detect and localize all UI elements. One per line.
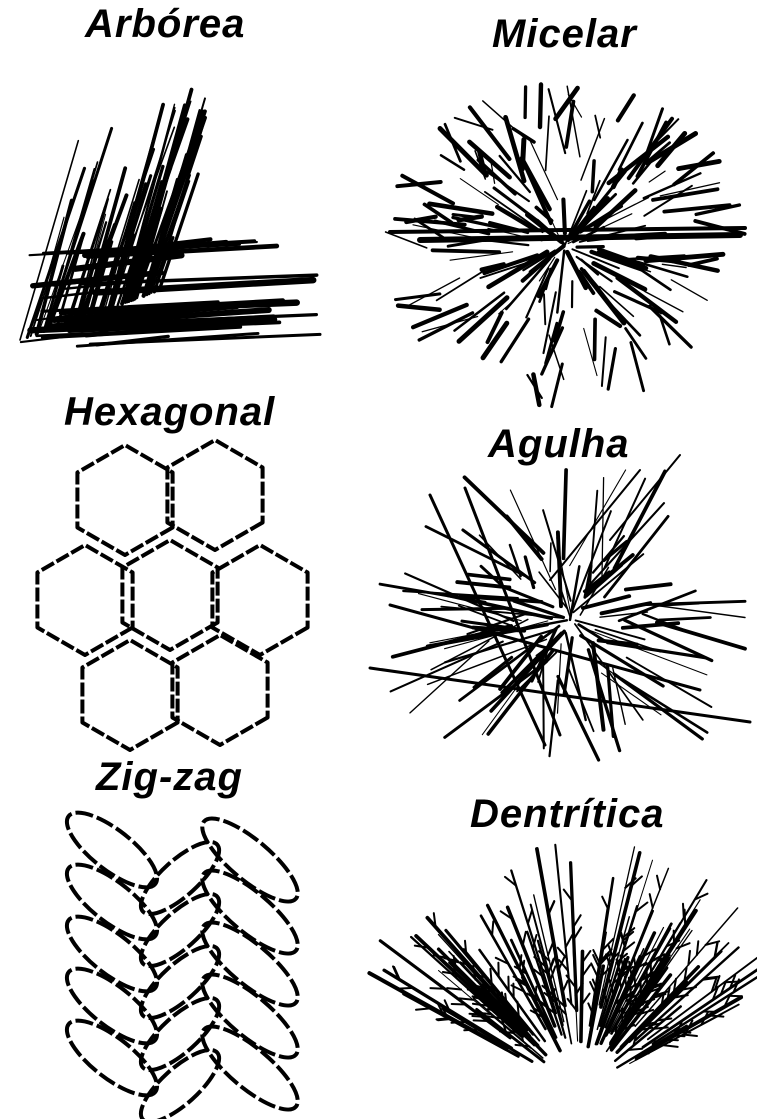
agulha-needle xyxy=(626,584,671,589)
micelar-ray xyxy=(595,319,596,359)
micelar-ray xyxy=(459,217,482,221)
hexagonal-illustration xyxy=(37,440,307,750)
hexagon-cell xyxy=(122,540,217,650)
micelar-ray xyxy=(525,87,526,118)
dentrite-branch xyxy=(555,845,571,1004)
agulha-needle xyxy=(543,510,571,601)
micelar-ray xyxy=(626,329,646,359)
agulha-needle xyxy=(564,470,567,558)
micelar-ray xyxy=(398,306,440,310)
zigzag-oval xyxy=(131,1039,229,1119)
agulha-needle xyxy=(550,680,558,756)
agulha-needle xyxy=(422,608,508,609)
micelar-ray xyxy=(608,349,615,390)
micelar-ray xyxy=(599,252,646,268)
micelar-ray xyxy=(530,140,558,200)
dentrite-twig xyxy=(490,969,491,983)
agulha-needle xyxy=(380,584,485,602)
dentrite-twig xyxy=(452,1004,466,1005)
dentrite-twig xyxy=(459,998,473,999)
micelar-ray xyxy=(402,176,453,204)
agulha-needle xyxy=(550,543,551,572)
agulha-needle xyxy=(543,659,544,748)
dentrite-twig xyxy=(628,1049,642,1050)
dentrite-twig xyxy=(654,1027,668,1028)
micelar-ray xyxy=(592,161,594,192)
micelar-ray xyxy=(437,269,487,300)
micelar-ray xyxy=(460,179,498,205)
agulha-needle xyxy=(659,618,710,621)
hexagon-cell xyxy=(37,545,132,655)
dentrite-twig xyxy=(492,921,493,935)
micelar-illustration xyxy=(386,85,745,407)
agulha-illustration xyxy=(370,455,750,760)
micelar-ray xyxy=(650,306,692,347)
dentrite-twig xyxy=(664,1045,678,1047)
dentrite-twig xyxy=(650,894,653,908)
dentrite-twig xyxy=(430,988,444,989)
micelar-ray xyxy=(618,278,677,322)
dentrite-twig xyxy=(474,1020,488,1021)
dentrite-twig xyxy=(549,902,555,915)
dentrite-twig xyxy=(438,1019,452,1020)
hexagon-cell xyxy=(77,445,172,555)
zigzag-oval xyxy=(131,831,229,925)
micelar-ray xyxy=(602,337,606,386)
micelar-ray xyxy=(546,116,549,170)
micelar-ray xyxy=(455,118,493,130)
dentrite-branch xyxy=(581,951,583,1041)
micelar-ray xyxy=(566,102,573,147)
hexagon-cell xyxy=(167,440,262,550)
dentritica-illustration xyxy=(369,845,757,1068)
agulha-needle xyxy=(647,604,745,617)
dentrite-twig xyxy=(657,876,660,890)
dentrite-twig xyxy=(523,932,526,946)
micelar-ray xyxy=(649,171,665,182)
dentrite-twig xyxy=(566,935,573,947)
micelar-ray xyxy=(540,85,541,128)
agulha-needle xyxy=(566,633,586,720)
micelar-ray xyxy=(689,259,717,265)
zigzag-oval xyxy=(131,883,229,977)
zigzag-oval xyxy=(131,935,229,1029)
micelar-ray xyxy=(618,95,634,120)
dentrite-twig xyxy=(476,1013,490,1014)
micelar-ray xyxy=(433,250,500,252)
micelar-ray xyxy=(577,247,603,248)
micelar-ray xyxy=(396,294,440,300)
micelar-ray xyxy=(445,124,460,161)
zigzag-illustration xyxy=(56,800,308,1119)
agulha-needle xyxy=(657,622,745,648)
dentrite-twig xyxy=(528,910,532,923)
zigzag-oval xyxy=(191,806,309,914)
agulha-needle xyxy=(643,614,688,632)
dentrite-twig xyxy=(465,941,466,955)
arborea-illustration xyxy=(20,90,320,347)
micelar-ray xyxy=(533,375,539,405)
micelar-ray xyxy=(390,228,745,232)
micelar-ray xyxy=(549,89,566,153)
agulha-needle xyxy=(426,527,525,576)
micelar-ray xyxy=(544,294,545,324)
dentrite-twig xyxy=(683,904,684,918)
dentrite-twig xyxy=(591,963,597,976)
zigzag-oval xyxy=(131,987,229,1081)
dentrite-twig xyxy=(447,988,461,989)
micelar-ray xyxy=(671,280,707,301)
agulha-needle xyxy=(610,455,680,540)
hexagon-cell xyxy=(82,640,177,750)
agulha-needle xyxy=(468,575,510,580)
dentrite-twig xyxy=(416,1008,430,1009)
agulha-needle xyxy=(525,557,533,588)
